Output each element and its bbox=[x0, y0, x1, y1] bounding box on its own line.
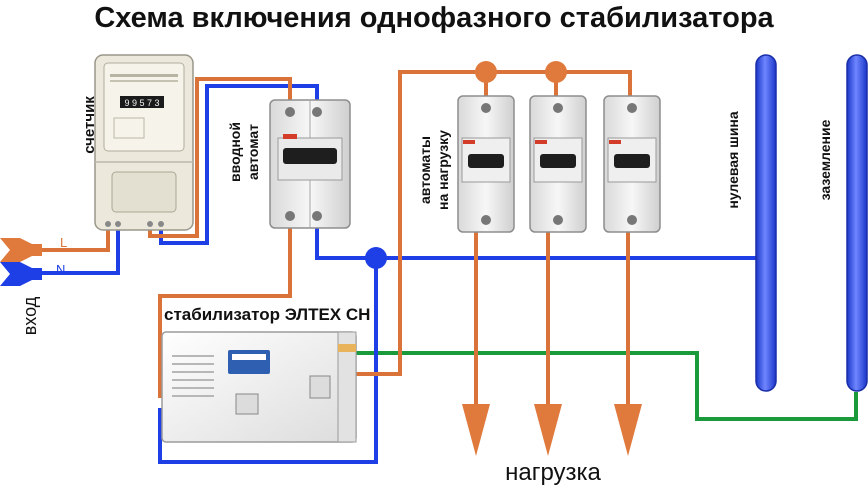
load-breakers-label-line2: на нагрузку bbox=[435, 130, 451, 210]
meter-display-digits: 9 9 5 7 3 bbox=[124, 98, 159, 108]
main-breaker-label-line1: вводной bbox=[227, 122, 243, 182]
double-pole-breaker-icon bbox=[269, 99, 351, 229]
phase-letter-label: L bbox=[60, 235, 67, 250]
stabilizer-label: стабилизатор ЭЛТЕХ СН bbox=[164, 305, 370, 324]
load-breakers-label-line1: автоматы bbox=[417, 136, 433, 204]
phase-junction-node-1 bbox=[475, 61, 497, 83]
ground-label: заземление bbox=[817, 119, 833, 200]
ground-wire bbox=[352, 351, 858, 421]
load-label: нагрузка bbox=[505, 459, 601, 486]
breaker-toggle-icon bbox=[468, 154, 504, 168]
load-breaker-2 bbox=[529, 95, 587, 233]
input-arrows bbox=[0, 238, 42, 286]
neutral-input-arrow-icon bbox=[0, 262, 42, 286]
down-arrow-icon bbox=[534, 404, 562, 456]
load-breaker-1 bbox=[457, 95, 515, 233]
neutral-bus-label: нулевая шина bbox=[725, 111, 741, 209]
ground-bus-bar bbox=[846, 54, 868, 392]
electricity-meter-icon: 9 9 5 7 3 bbox=[94, 54, 194, 231]
down-arrow-icon bbox=[614, 404, 642, 456]
diagram-title: Схема включения однофазного стабилизатор… bbox=[94, 2, 774, 34]
phase-input-arrow-icon bbox=[0, 238, 42, 262]
load-breaker-3 bbox=[603, 95, 661, 233]
meter-label: счетчик bbox=[81, 96, 98, 154]
neutral-bus-bar bbox=[755, 54, 777, 392]
main-breaker-label-line2: автомат bbox=[245, 124, 261, 180]
input-label: вход bbox=[20, 296, 40, 335]
breaker-toggle-icon bbox=[540, 154, 576, 168]
neutral-junction-node bbox=[365, 247, 387, 269]
voltage-stabilizer-icon bbox=[161, 331, 357, 443]
neutral-letter-label: N bbox=[56, 262, 65, 277]
down-arrow-icon bbox=[462, 404, 490, 456]
phase-junction-node-2 bbox=[545, 61, 567, 83]
load-arrows bbox=[462, 404, 642, 456]
breaker-toggle-icon bbox=[614, 154, 650, 168]
